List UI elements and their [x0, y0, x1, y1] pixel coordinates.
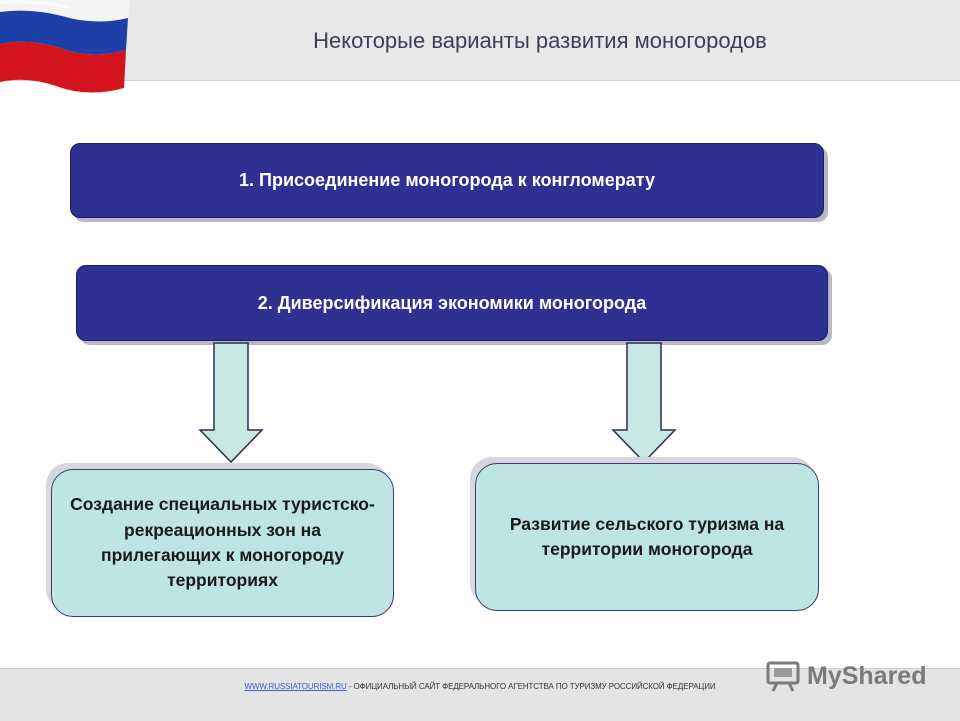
watermark: MyShared [765, 656, 935, 696]
slide-footer [0, 668, 960, 721]
footer-caption: WWW.RUSSIATOURISM.RU - ОФИЦИАЛЬНЫЙ САЙТ … [0, 682, 960, 691]
option-box-1: 1. Присоединение моногорода к конгломера… [70, 143, 824, 218]
projector-icon [766, 661, 800, 692]
footer-text: - ОФИЦИАЛЬНЫЙ САЙТ ФЕДЕРАЛЬНОГО АГЕНТСТВ… [346, 682, 716, 691]
option-box-2: 2. Диверсификация экономики моногорода [76, 265, 828, 341]
watermark-text: MyShared [807, 661, 927, 690]
russian-flag-icon [0, 0, 130, 93]
tourism-zones-box: Создание специальных туристско-рекреацио… [51, 469, 394, 617]
down-arrow-icon [198, 342, 264, 464]
slide-title: Некоторые варианты развития моногородов [313, 28, 767, 53]
slide-header [0, 0, 960, 81]
down-arrow-icon [611, 342, 677, 464]
rural-tourism-box: Развитие сельского туризма на территории… [475, 463, 819, 611]
footer-link[interactable]: WWW.RUSSIATOURISM.RU [244, 682, 347, 691]
